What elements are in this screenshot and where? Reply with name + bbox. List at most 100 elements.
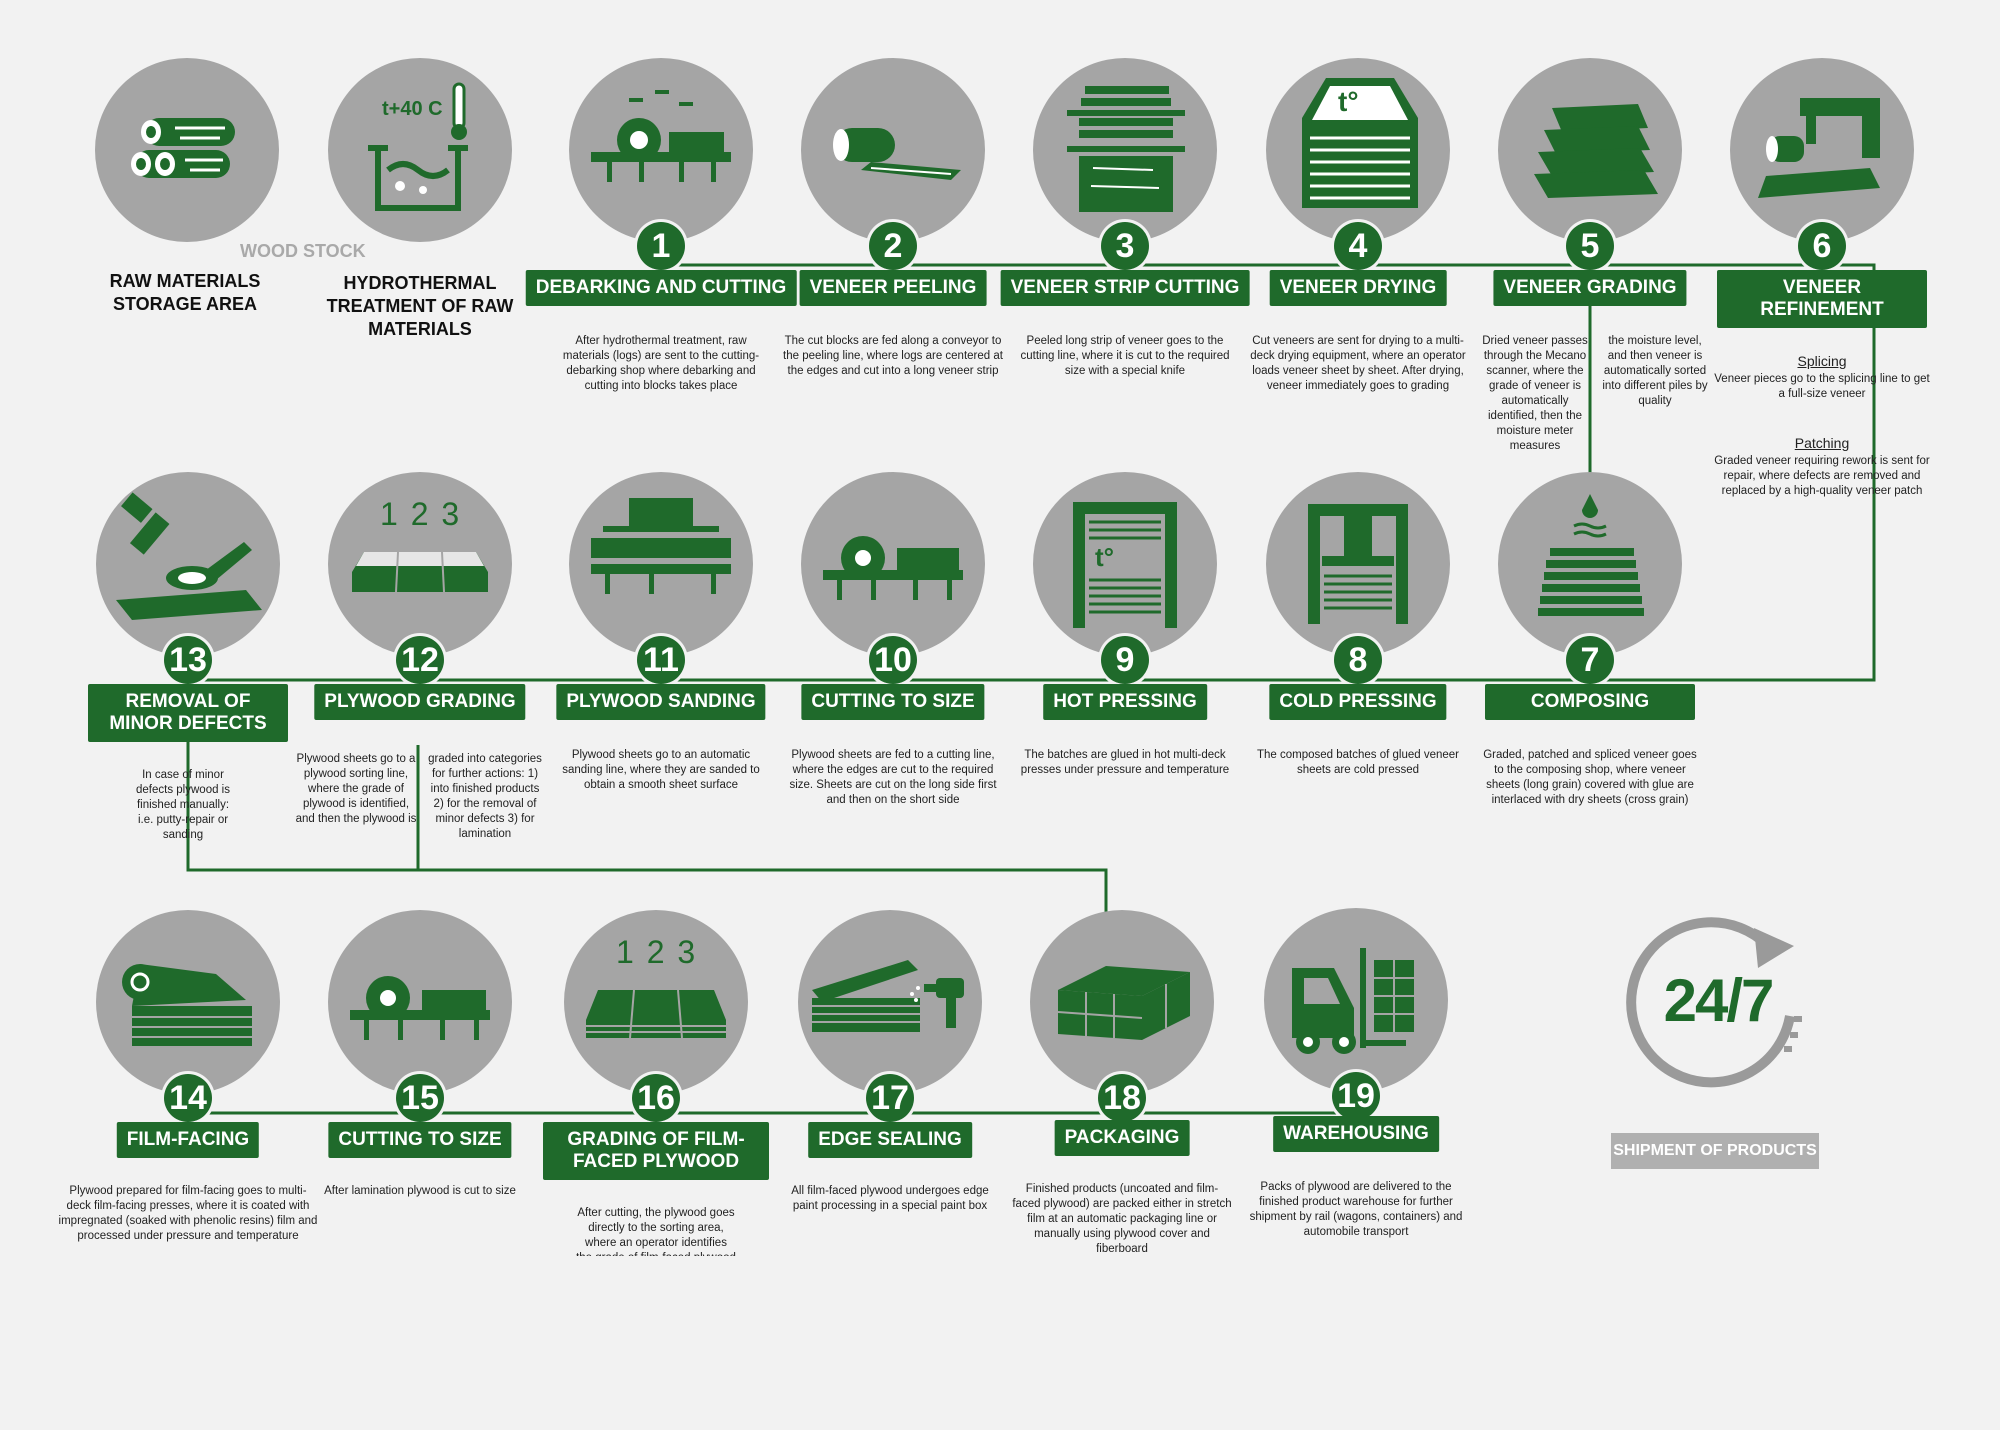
step-number: 5 [1566,222,1614,270]
step-title: REMOVAL OF MINOR DEFECTS [88,684,288,742]
step-description: After cutting, the plywood goes directly… [576,1207,736,1256]
sewing-machine-icon [1758,98,1880,198]
step-19: 19 WAREHOUSING Packs of plywood are deli… [1236,908,1476,1428]
step-number: 11 [637,636,685,684]
step-circle [569,472,753,656]
step-title: FILM-FACING [116,1122,260,1158]
saw-table-icon [823,536,963,600]
step-4: t° 4 VENEER DRYING Cut veneers are sent … [1238,58,1478,578]
step-number: 2 [869,222,917,270]
step-number: 13 [164,636,212,684]
step-description: Finished products (uncoated and film-fac… [1012,1183,1232,1255]
step-10: 10 CUTTING TO SIZE Plywood sheets are fe… [773,472,1013,992]
heat-tank-icon [368,82,468,211]
shipment-badge-text: 24/7 [1663,967,1775,1034]
cold-press-icon [1308,504,1408,624]
step-title: COLD PRESSING [1269,684,1447,720]
grades-label: 1 2 3 [616,934,698,970]
hydrothermal-circle: t+40 C [328,58,512,242]
step-title: VENEER STRIP CUTTING [1000,270,1250,306]
step-circle: t° [1033,472,1217,656]
raw-storage-circle [95,58,279,242]
splicing-heading: Splicing [1797,353,1847,369]
step-number: 4 [1334,222,1382,270]
step-circle [798,910,982,1094]
step-11: 11 PLYWOOD SANDING Plywood sheets go to … [541,472,781,992]
step-description: Plywood sheets are fed to a cutting line… [789,749,997,806]
step-description: The cut blocks are fed along a conveyor … [783,335,1003,377]
step-number: 1 [637,222,685,270]
step-description: The composed batches of glued veneer she… [1256,749,1460,776]
step-12: 1 2 3 12 PLYWOOD GRADING Plywood sheets … [296,472,542,992]
step-description: Graded, patched and spliced veneer goes … [1483,749,1697,806]
step-circle [569,58,753,242]
log-peeling-icon [833,128,961,180]
film-grades-icon [586,989,726,1039]
step-title: PLYWOOD SANDING [556,684,766,720]
raw-storage-label: RAW MATERIALS STORAGE AREA [109,271,261,314]
grades-label: 1 2 3 [380,496,462,532]
step-title: DEBARKING AND CUTTING [525,270,797,306]
step-title: CUTTING TO SIZE [801,684,985,720]
step-circle: t° [1266,58,1450,242]
step-title: VENEER REFINEMENT [1717,270,1927,328]
veneer-stack-icon [1534,104,1658,198]
step-title: WAREHOUSING [1273,1116,1439,1152]
dryer-icon [1302,78,1418,208]
step-circle [328,910,512,1094]
step-circle [1730,58,1914,242]
step-number: 10 [869,636,917,684]
step-description-left: Plywood sheets go to a plywood sorting l… [295,753,417,825]
step-title: CUTTING TO SIZE [328,1122,512,1158]
step-circle [1498,472,1682,656]
step-circle [801,472,985,656]
press-glyph: t° [1095,542,1115,572]
step-description: All film-faced plywood undergoes edge pa… [791,1185,989,1212]
splicing-description: Veneer pieces go to the splicing line to… [1714,373,1930,400]
step-number: 16 [632,1074,680,1122]
step-description: Packs of plywood are delivered to the fi… [1249,1181,1463,1238]
patching-description: Graded veneer requiring rework is sent f… [1714,455,1930,497]
step-2: 2 VENEER PEELING The cut blocks are fed … [773,58,1013,578]
step-circle [96,910,280,1094]
step-description: After hydrothermal treatment, raw materi… [562,335,760,392]
veneer-strip-icon [1067,86,1185,212]
sanding-machine-icon [591,498,731,594]
step-number: 19 [1332,1072,1380,1120]
step-13: 13 REMOVAL OF MINOR DEFECTS In case of m… [68,472,308,992]
step-17: 17 EDGE SEALING All film-faced plywood u… [770,910,1010,1430]
shipment-cycle-icon [1626,917,1802,1088]
step-description: In case of minor defects plywood is fini… [136,769,230,841]
step-3: 3 VENEER STRIP CUTTING Peeled long strip… [1000,58,1250,578]
step-description: After lamination plywood is cut to size [324,1185,516,1197]
step-8: 8 COLD PRESSING The composed batches of … [1238,472,1478,992]
saw-cutting-icon [591,90,731,182]
step-1: 1 DEBARKING AND CUTTING After hydrotherm… [525,58,797,578]
wood-stock-label: WOOD STOCK [240,241,366,261]
hydro-label: HYDROTHERMAL TREATMENT OF RAW MATERIALS [326,273,514,339]
step-title: VENEER DRYING [1269,270,1447,306]
step-title: COMPOSING [1485,684,1695,720]
step-circle [1030,910,1214,1094]
connector-13-to-row3 [186,740,1108,912]
hydro-temp-label: t+40 C [382,98,443,120]
step-circle [1033,58,1217,242]
step-number: 12 [396,636,444,684]
saw-table-icon [350,976,490,1040]
step-circle: 1 2 3 [564,910,748,1094]
step-title: EDGE SEALING [808,1122,972,1158]
step-circle [1266,472,1450,656]
hot-press-icon [1073,502,1177,628]
step-number: 7 [1566,636,1614,684]
step-number: 9 [1101,636,1149,684]
step-9: t° 9 HOT PRESSING The batches are glued … [1005,472,1245,992]
step-16: 1 2 3 16 GRADING OF FILM-FACED PLYWOOD A… [536,910,776,1430]
step-number: 3 [1101,222,1149,270]
dryer-glyph: t° [1338,86,1359,117]
step-description-right: the moisture level, and then veneer is a… [1602,335,1708,407]
step-15: 15 CUTTING TO SIZE After lamination plyw… [300,910,540,1430]
step-circle [96,472,280,656]
step-description: Plywood sheets go to an automatic sandin… [562,749,760,791]
putty-brush-icon [116,492,262,620]
step-circle [1264,908,1448,1092]
